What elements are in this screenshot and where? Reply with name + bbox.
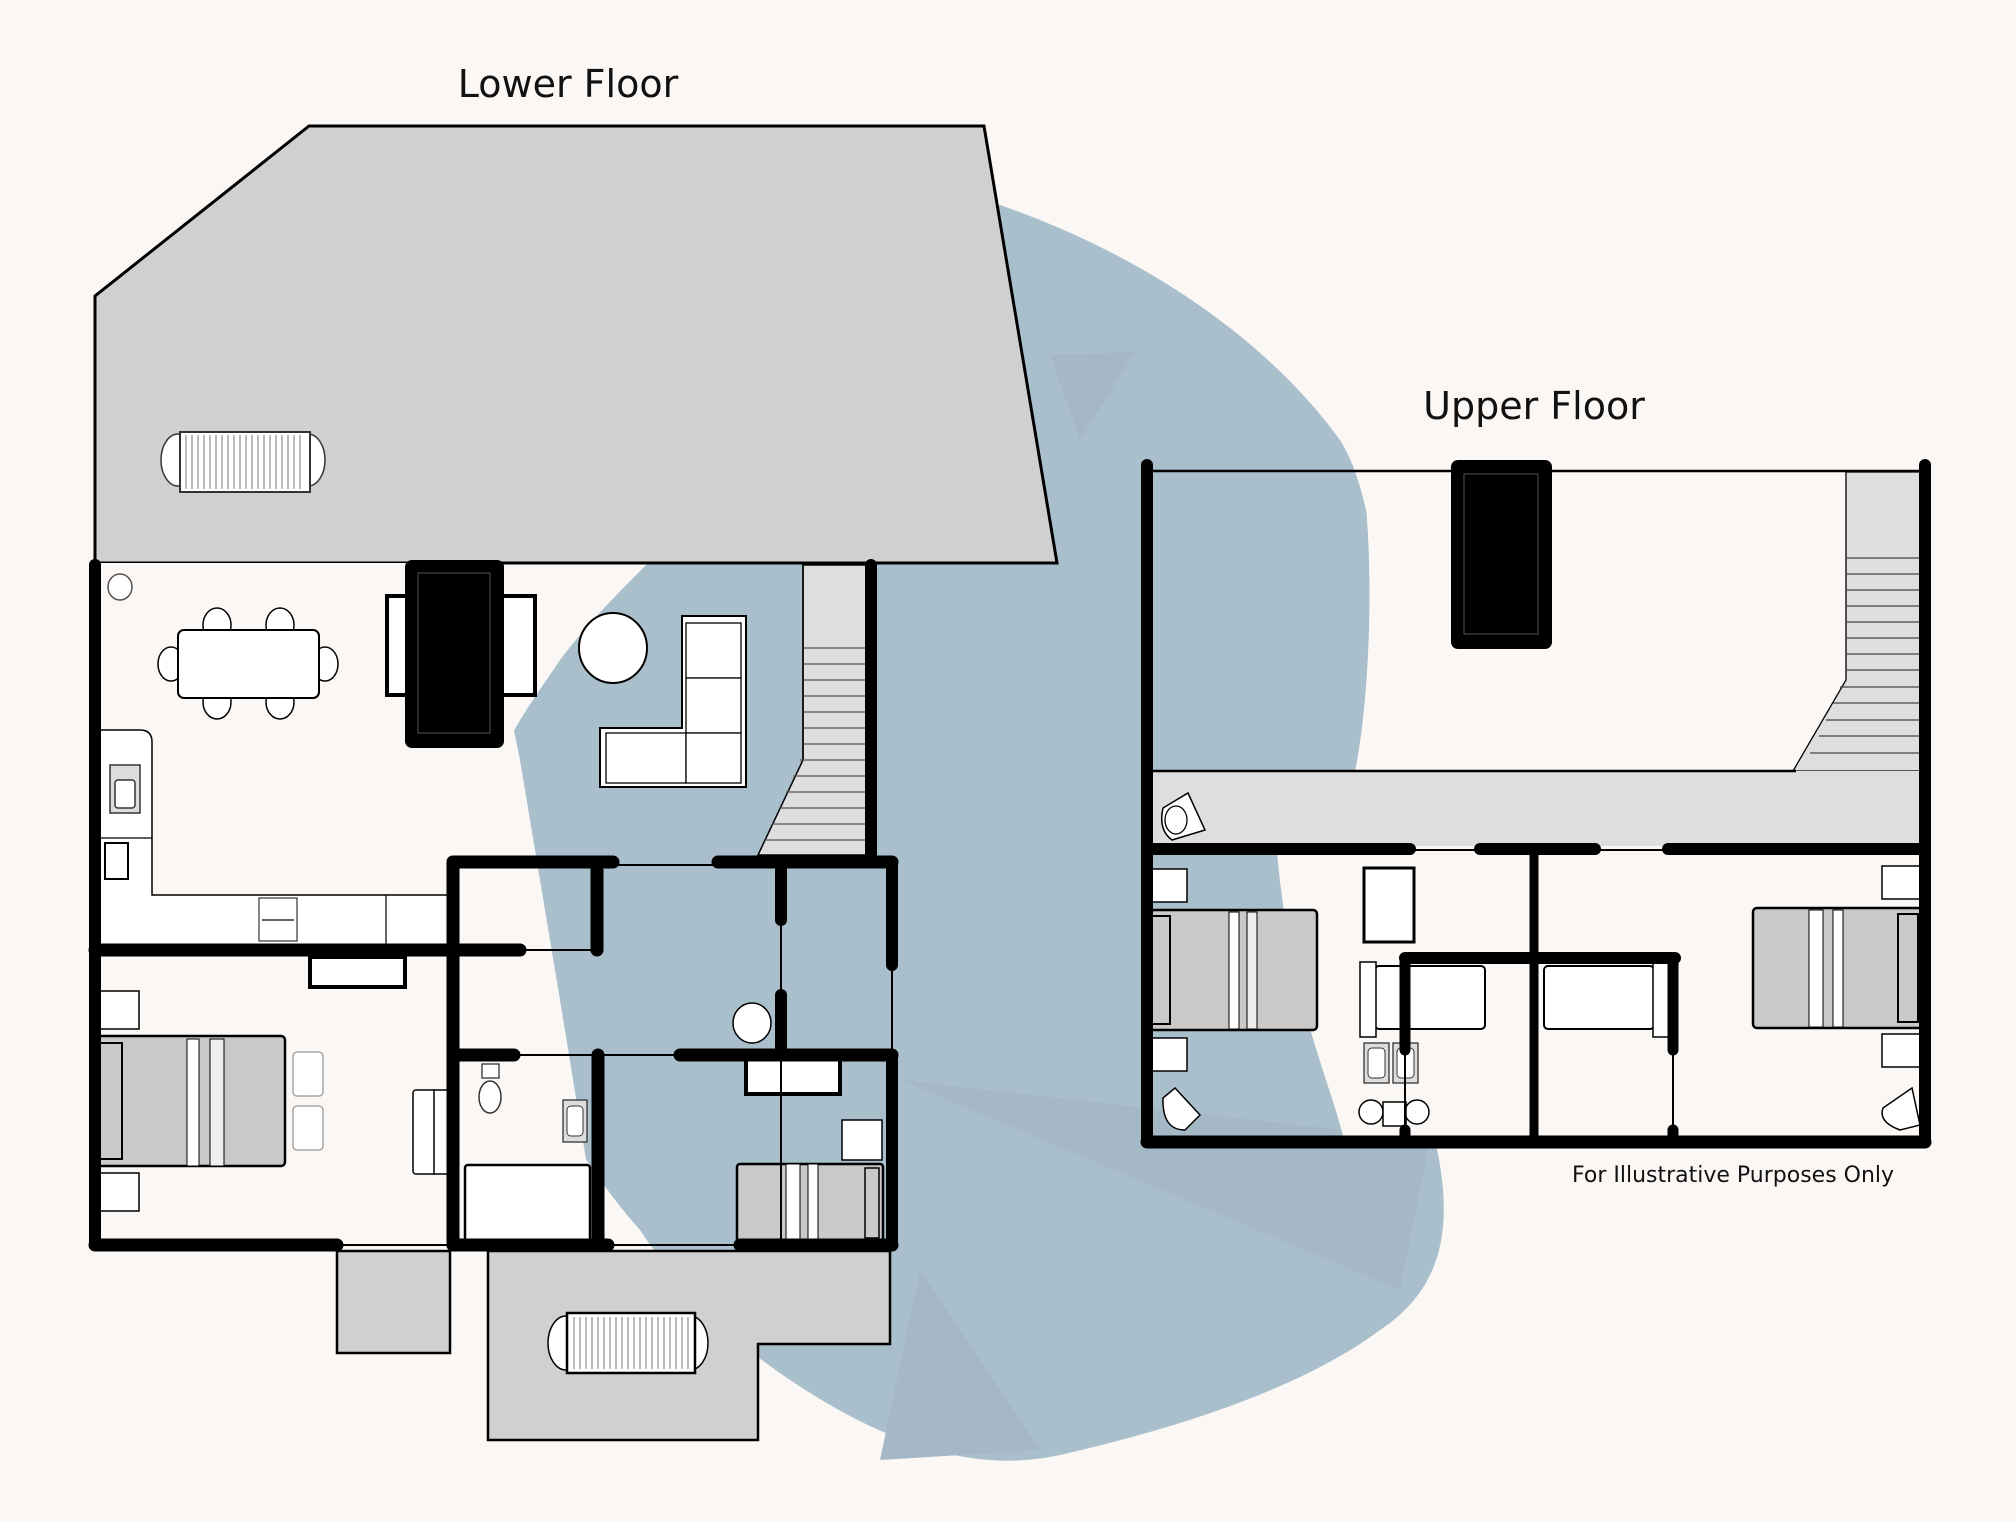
nightstand: [1149, 1037, 1188, 1072]
bathroom-lower: [463, 1063, 592, 1244]
dining-table: [157, 607, 339, 720]
tv-stand: [744, 1056, 842, 1096]
fireplace-upper: [1451, 460, 1552, 649]
nightstand: [841, 1119, 883, 1161]
plant-pot: [107, 573, 133, 601]
lower-floor: [88, 124, 1059, 1442]
toilet-left: [1358, 1099, 1384, 1125]
wardrobe: [1362, 866, 1416, 944]
bedroom-3: [1148, 868, 1319, 1131]
outdoor-dining-table: [160, 431, 326, 493]
bathtub-right: [1543, 965, 1655, 1030]
nightstand: [1881, 865, 1921, 900]
tv-stand: [308, 955, 407, 989]
nightstand: [1149, 868, 1188, 903]
bedroom-2: [735, 1056, 885, 1244]
bedroom-4: [1751, 865, 1924, 1131]
upper-floor: [1140, 459, 1932, 1149]
toilet: [478, 1080, 502, 1114]
lower-floor-thin-walls: [337, 864, 893, 1246]
fireplace-lower: [385, 560, 537, 748]
bathtub: [463, 1163, 592, 1244]
bathtub-left: [1374, 965, 1486, 1030]
upper-hallway: [1150, 771, 1922, 846]
lower-floor-walls: [88, 559, 899, 1252]
fridge: [104, 842, 129, 880]
upper-floor-title: Upper Floor: [1423, 384, 1645, 428]
outdoor-table: [547, 1311, 709, 1375]
upper-floor-thin-walls: [1404, 849, 1674, 1130]
toilet-right: [1404, 1099, 1430, 1125]
deck: [93, 124, 1059, 565]
sectional-sofa: [599, 615, 747, 788]
lower-floor-title: Lower Floor: [457, 62, 679, 106]
nightstand: [1881, 1033, 1921, 1068]
upper-floor-walls: [1140, 459, 1932, 1149]
side-patio: [335, 1249, 452, 1355]
disclaimer-text: For Illustrative Purposes Only: [1572, 1163, 1895, 1188]
staircase-lower: [756, 564, 872, 856]
corner-chair: [1160, 791, 1207, 841]
nightstand: [96, 1172, 140, 1212]
nightstand: [96, 990, 140, 1030]
hall-plant: [732, 1002, 772, 1044]
bedroom-1: [95, 955, 449, 1212]
round-coffee-table: [578, 612, 648, 684]
